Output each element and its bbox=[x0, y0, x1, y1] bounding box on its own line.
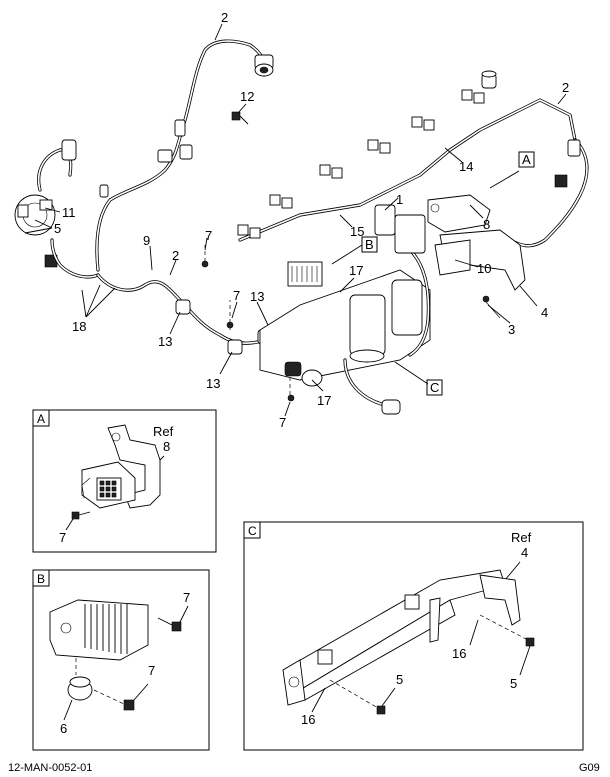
detail-a-label: A bbox=[37, 412, 45, 426]
callout-7-c: 7 bbox=[279, 415, 286, 430]
callout-2-right: 2 bbox=[562, 80, 569, 95]
center-module-area bbox=[259, 204, 431, 415]
detail-c-ref-num: 4 bbox=[521, 545, 528, 560]
left-connector-cluster bbox=[14, 139, 100, 279]
detail-b-panel: B 7 6 7 bbox=[32, 569, 210, 751]
callout-14: 14 bbox=[459, 159, 473, 174]
detail-b-callout-7-top: 7 bbox=[183, 590, 190, 605]
detail-c-label: C bbox=[248, 524, 257, 538]
callout-b-main: B bbox=[365, 237, 374, 252]
callout-15: 15 bbox=[350, 224, 364, 239]
main-leader-lines bbox=[24, 23, 567, 417]
callout-5-left: 5 bbox=[54, 221, 61, 236]
callout-b-box bbox=[361, 236, 378, 253]
callout-2-top: 2 bbox=[221, 10, 228, 25]
callout-a-main: A bbox=[522, 152, 531, 167]
callout-17-a: 17 bbox=[349, 263, 363, 278]
detail-a-ref: Ref bbox=[153, 424, 174, 439]
document-id: 12-MAN-0052-01 bbox=[8, 762, 92, 774]
callout-10: 10 bbox=[477, 261, 491, 276]
callout-2-mid: 2 bbox=[172, 248, 179, 263]
harness-upper-left-branch bbox=[95, 39, 274, 272]
callout-13-b: 13 bbox=[158, 334, 172, 349]
callout-c-box bbox=[426, 379, 443, 396]
callout-3: 3 bbox=[508, 322, 515, 337]
callout-4: 4 bbox=[541, 305, 548, 320]
callout-18: 18 bbox=[72, 319, 86, 334]
detail-c-callout-16-right: 16 bbox=[452, 646, 466, 661]
injector-harness-rails bbox=[237, 70, 589, 248]
detail-c-ref: Ref bbox=[511, 530, 532, 545]
detail-b-label: B bbox=[37, 572, 45, 586]
callout-11: 11 bbox=[62, 205, 76, 220]
page-code: G09 bbox=[579, 762, 600, 774]
callout-17-b: 17 bbox=[317, 393, 331, 408]
bolt-12 bbox=[231, 111, 249, 125]
callout-1: 1 bbox=[396, 192, 403, 207]
callout-a-box bbox=[518, 151, 535, 168]
detail-b-callout-6: 6 bbox=[60, 721, 67, 736]
detail-c-panel: C Ref 4 5 16 5 16 bbox=[243, 521, 584, 751]
detail-c-callout-5-bottom: 5 bbox=[396, 672, 403, 687]
callout-7-b: 7 bbox=[233, 288, 240, 303]
detail-a-panel: A Ref 8 7 bbox=[32, 409, 217, 553]
callout-8: 8 bbox=[483, 217, 490, 232]
callout-c-main: C bbox=[430, 380, 439, 395]
callout-12: 12 bbox=[240, 89, 254, 104]
detail-a-ref-num: 8 bbox=[163, 439, 170, 454]
callout-7-a: 7 bbox=[205, 228, 212, 243]
callout-13-a: 13 bbox=[250, 289, 264, 304]
detail-c-callout-5-right: 5 bbox=[510, 676, 517, 691]
main-assembly: 2 12 2 14 A 11 5 1 8 15 7 9 2 B 10 4 7 1… bbox=[14, 10, 589, 430]
detail-b-callout-7-bottom: 7 bbox=[148, 663, 155, 678]
detail-c-callout-16-bottom: 16 bbox=[301, 712, 315, 727]
right-brackets bbox=[427, 194, 526, 319]
callout-13-c: 13 bbox=[206, 376, 220, 391]
callout-9: 9 bbox=[143, 233, 150, 248]
main-callouts: 2 12 2 14 A 11 5 1 8 15 7 9 2 B 10 4 7 1… bbox=[54, 10, 569, 430]
detail-a-callout-7: 7 bbox=[59, 530, 66, 545]
